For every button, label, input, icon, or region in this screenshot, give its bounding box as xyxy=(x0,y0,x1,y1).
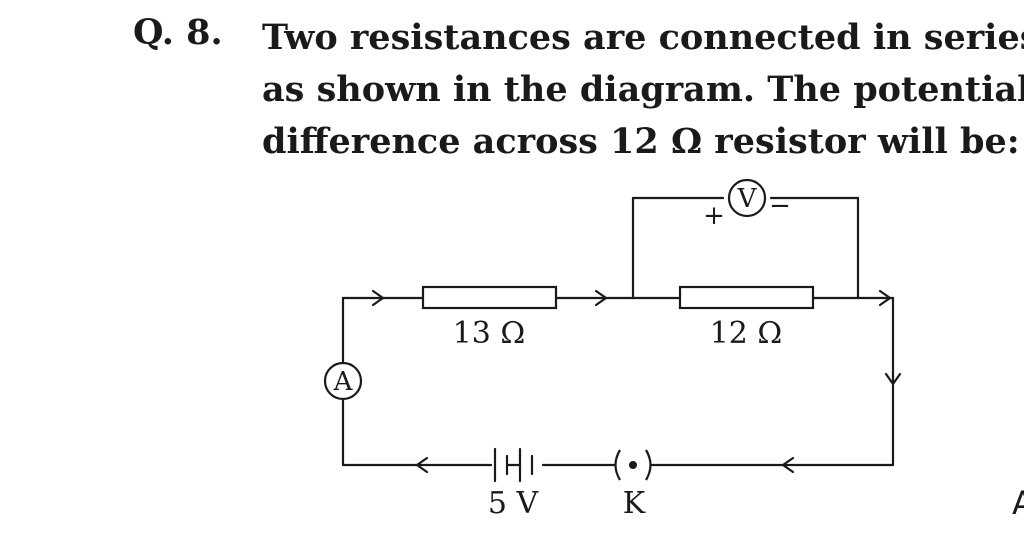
cropped-edge-text: A xyxy=(1012,484,1024,522)
question-line-2: as shown in the diagram. The potential xyxy=(262,69,1024,110)
arrow-right-down xyxy=(884,372,902,386)
key-right-paren xyxy=(645,449,652,481)
resistor-12-label: 12 Ω xyxy=(710,316,783,351)
ammeter-symbol: A xyxy=(333,367,354,397)
question-number: Q. 8. xyxy=(133,12,223,53)
key-dot xyxy=(629,461,637,469)
key-left-paren xyxy=(614,449,621,481)
voltmeter-minus-sign: − xyxy=(769,191,791,221)
ammeter xyxy=(323,361,363,401)
arrow-top-right xyxy=(878,289,892,307)
resistor-13-ohm xyxy=(421,285,558,310)
arrow-bottom-right xyxy=(781,456,795,474)
battery-label: 5 V xyxy=(488,486,540,521)
voltmeter-symbol: V xyxy=(737,184,758,214)
question-line-3: difference across 12 Ω resistor will be: xyxy=(262,121,1020,162)
question-line-1: Two resistances are connected in series xyxy=(262,17,1024,58)
voltmeter xyxy=(727,178,767,218)
voltmeter-plus-sign: + xyxy=(703,201,725,231)
question-text: Two resistances are connected in series … xyxy=(262,12,1024,168)
resistor-12-ohm xyxy=(678,285,815,310)
arrow-top-middle xyxy=(594,289,608,307)
arrow-top-left xyxy=(371,289,385,307)
resistor-13-label: 13 Ω xyxy=(453,316,526,351)
key-label: K xyxy=(623,486,646,521)
arrow-bottom-left xyxy=(415,456,429,474)
